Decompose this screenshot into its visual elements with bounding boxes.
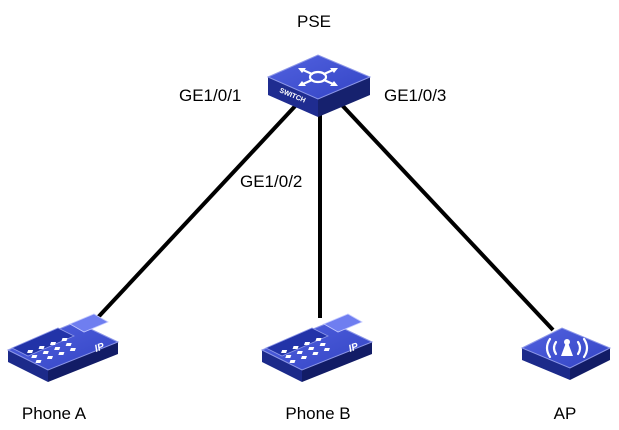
phone-a-badge: IP (93, 341, 106, 355)
ap-device (520, 327, 612, 380)
phone-b-label: Phone B (285, 404, 351, 423)
links (86, 101, 555, 332)
phone-b-device: IP (260, 313, 374, 382)
link-phone-a (86, 101, 300, 330)
switch-icon: SWITCH (266, 54, 372, 117)
ip-phone-icon: IP (260, 313, 374, 382)
access-point-icon (520, 327, 612, 380)
ap-label: AP (553, 404, 577, 423)
ip-phone-icon: IP (6, 313, 120, 382)
port-label-ge1-0-2: GE1/0/2 (240, 172, 303, 191)
port-label-ge1-0-3: GE1/0/3 (384, 86, 447, 105)
link-ap (338, 101, 555, 332)
switch-title: PSE (297, 12, 332, 31)
phone-a-label: Phone A (21, 404, 87, 423)
phone-b-badge: IP (347, 341, 360, 355)
phone-a-device: IP (6, 313, 120, 382)
port-label-ge1-0-1: GE1/0/1 (179, 86, 242, 105)
